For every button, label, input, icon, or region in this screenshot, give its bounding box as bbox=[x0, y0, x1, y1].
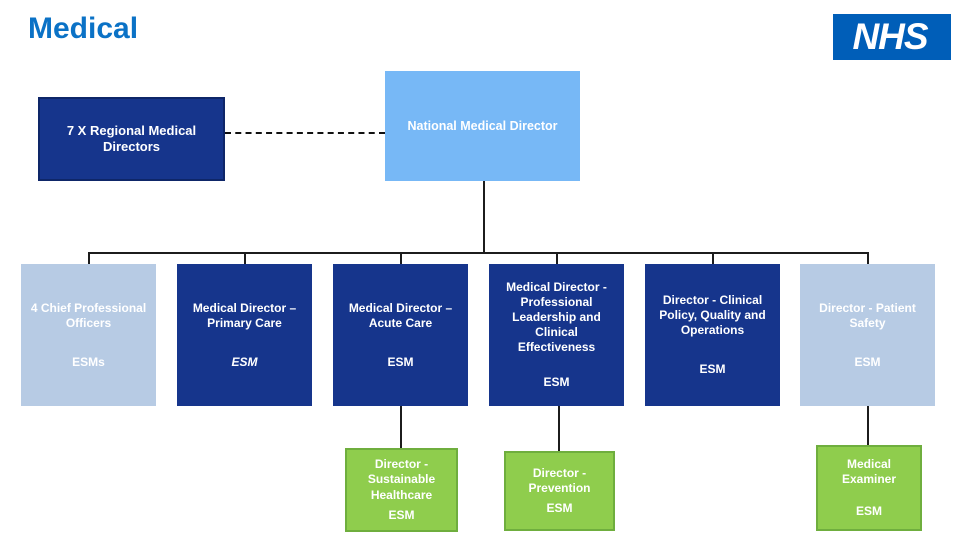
connector-stub-4 bbox=[556, 252, 558, 265]
box-esm-label: ESM bbox=[546, 500, 573, 515]
box-title: Medical Director – Primary Care bbox=[192, 300, 297, 330]
box-label: National Medical Director bbox=[407, 119, 558, 133]
box-medical-director-professional-leadership: Medical Director - Professional Leadersh… bbox=[489, 264, 624, 406]
box-esm-label: ESM bbox=[699, 362, 726, 376]
box-director-patient-safety: Director - Patient Safety ESM bbox=[800, 264, 935, 406]
box-esm-label: ESM bbox=[855, 503, 882, 518]
nhs-logo: NHS bbox=[833, 14, 951, 60]
box-title: Director - Sustainable Healthcare bbox=[367, 456, 436, 502]
connector-acute-sustainable bbox=[400, 406, 402, 448]
box-director-clinical-policy: Director - Clinical Policy, Quality and … bbox=[645, 264, 780, 406]
box-director-prevention: Director - Prevention ESM bbox=[504, 451, 615, 531]
box-esm-label: ESM bbox=[231, 354, 258, 369]
page-title: Medical bbox=[28, 12, 139, 45]
box-esm-label: ESM bbox=[387, 354, 414, 369]
box-chief-professional-officers: 4 Chief Professional Officers ESMs bbox=[21, 264, 156, 406]
box-label: 7 X Regional Medical Directors bbox=[66, 122, 197, 154]
box-title: Director - Patient Safety bbox=[819, 300, 916, 330]
box-esm-label: ESM bbox=[388, 507, 415, 522]
nhs-logo-text: NHS bbox=[852, 16, 928, 57]
connector-horizontal bbox=[88, 252, 869, 254]
box-title: Medical Examiner bbox=[841, 456, 897, 487]
box-title: Director - Prevention bbox=[528, 465, 591, 496]
dashed-connector-regional bbox=[225, 132, 385, 134]
box-director-sustainable-healthcare: Director - Sustainable Healthcare ESM bbox=[345, 448, 458, 532]
box-title: 4 Chief Professional Officers bbox=[30, 300, 147, 330]
box-medical-director-primary-care: Medical Director – Primary Care ESM bbox=[177, 264, 312, 406]
box-title: Medical Director - Professional Leadersh… bbox=[506, 280, 607, 354]
box-title: Director - Clinical Policy, Quality and … bbox=[659, 293, 766, 337]
connector-root-down bbox=[483, 181, 485, 252]
connector-leadership-prevention bbox=[558, 406, 560, 451]
connector-safety-examiner bbox=[867, 406, 869, 445]
connector-stub-6 bbox=[867, 252, 869, 265]
box-medical-examiner: Medical Examiner ESM bbox=[816, 445, 922, 531]
box-esm-label: ESM bbox=[543, 375, 570, 389]
connector-stub-3 bbox=[400, 252, 402, 265]
box-medical-director-acute-care: Medical Director – Acute Care ESM bbox=[333, 264, 468, 406]
box-esm-label: ESMs bbox=[72, 354, 105, 369]
box-national-medical-director: National Medical Director bbox=[385, 71, 580, 181]
box-title: Medical Director – Acute Care bbox=[348, 300, 453, 330]
box-esm-label: ESM bbox=[854, 354, 881, 369]
connector-stub-5 bbox=[712, 252, 714, 265]
connector-stub-2 bbox=[244, 252, 246, 265]
connector-stub-1 bbox=[88, 252, 90, 265]
box-regional-medical-directors: 7 X Regional Medical Directors bbox=[38, 97, 225, 181]
